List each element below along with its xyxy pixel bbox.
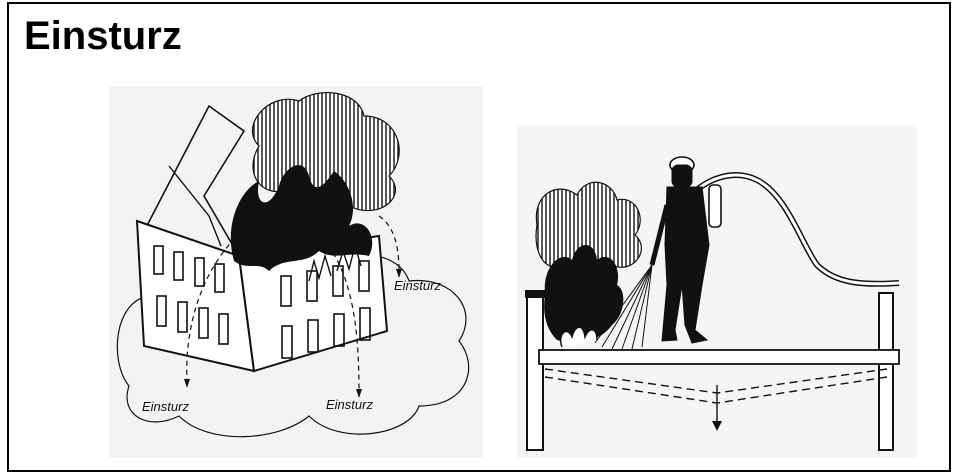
- firefighter: [652, 157, 721, 343]
- building-collapse-illustration: Einsturz Einsturz Einsturz: [109, 86, 483, 458]
- collapse-label-2: Einsturz: [326, 397, 373, 412]
- slide-title: Einsturz: [24, 10, 182, 62]
- right-wall: [879, 293, 893, 450]
- firefighter-floor-illustration: [517, 125, 917, 458]
- collapse-label-3: Einsturz: [394, 278, 441, 293]
- left-wall: [527, 295, 543, 450]
- collapse-label-1: Einsturz: [142, 399, 189, 414]
- floor-slab: [539, 350, 899, 364]
